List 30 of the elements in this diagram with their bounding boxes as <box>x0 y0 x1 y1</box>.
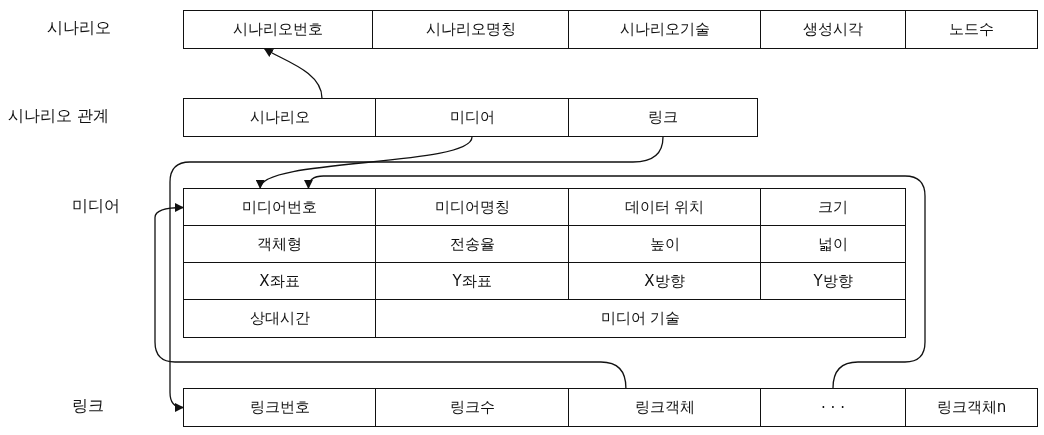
table-cell: 시나리오기술 <box>568 10 761 49</box>
table-cell: 링크객체n <box>905 388 1038 427</box>
row-label: 링크 <box>72 396 104 417</box>
table-cell: 미디어 기술 <box>375 299 906 338</box>
table-cell: 시나리오 <box>183 98 376 137</box>
row-label: 미디어 <box>72 196 120 217</box>
table-cell: · · · <box>760 388 906 427</box>
table-cell: 링크수 <box>375 388 569 427</box>
table-cell: 미디어번호 <box>183 188 376 227</box>
arrow <box>304 175 926 389</box>
table-cell: 시나리오명칭 <box>372 10 569 49</box>
table-cell: X좌표 <box>183 262 376 301</box>
table-cell: 시나리오번호 <box>183 10 373 49</box>
table-cell: 링크번호 <box>183 388 376 427</box>
arrow <box>263 48 323 99</box>
table-cell: 노드수 <box>905 10 1038 49</box>
table-cell: 넓이 <box>760 225 906 264</box>
table-cell: 링크 <box>568 98 758 137</box>
table-cell: 크기 <box>760 188 906 227</box>
table-cell: 링크객체 <box>568 388 761 427</box>
table-cell: Y방향 <box>760 262 906 301</box>
arrow <box>154 203 627 389</box>
table-cell: 상대시간 <box>183 299 376 338</box>
table-cell: 미디어 <box>375 98 569 137</box>
arrow <box>259 136 473 189</box>
table-cell: 객체형 <box>183 225 376 264</box>
row-label: 시나리오 관계 <box>8 106 110 127</box>
table-cell: 생성시각 <box>760 10 906 49</box>
arrow <box>169 136 664 412</box>
row-label: 시나리오 <box>47 18 111 39</box>
